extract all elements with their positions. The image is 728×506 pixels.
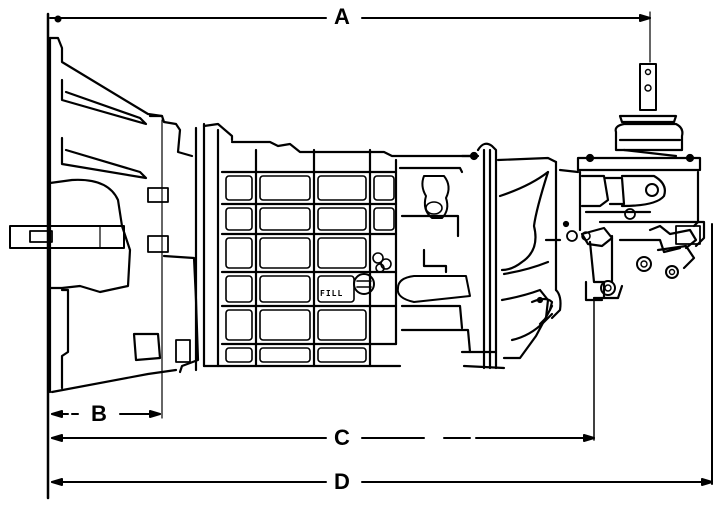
dimension-label-a: A <box>331 6 353 28</box>
main-case <box>202 122 472 368</box>
fill-plug-label: FILL <box>320 289 344 298</box>
dimension-lines <box>46 11 713 500</box>
extension-housing <box>496 156 562 360</box>
bell-housing <box>9 36 200 394</box>
dimension-label-d: D <box>331 471 353 493</box>
dimension-label-b: B <box>88 403 110 425</box>
mid-section <box>394 142 506 370</box>
shift-tower <box>558 63 706 302</box>
dimension-label-c: C <box>331 427 353 449</box>
